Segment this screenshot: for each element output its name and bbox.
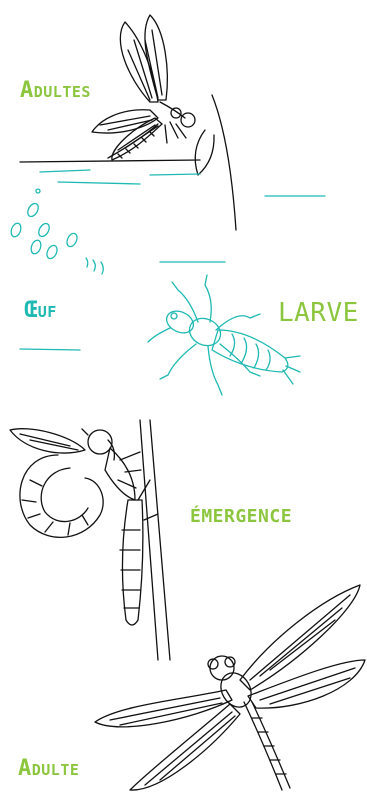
label-adulte: Adulte [18,758,79,780]
larva-icon [148,275,300,395]
mating-dragonflies-icon [20,15,236,230]
label-emergence: ÉMERGENCE [190,508,292,526]
label-adultes: Adultes [20,80,91,102]
adult-dragonfly-icon [95,585,365,790]
emerging-dragonfly-icon [10,420,170,660]
label-oeuf: Œuf [24,300,57,322]
label-larve: LARVE [278,300,359,326]
